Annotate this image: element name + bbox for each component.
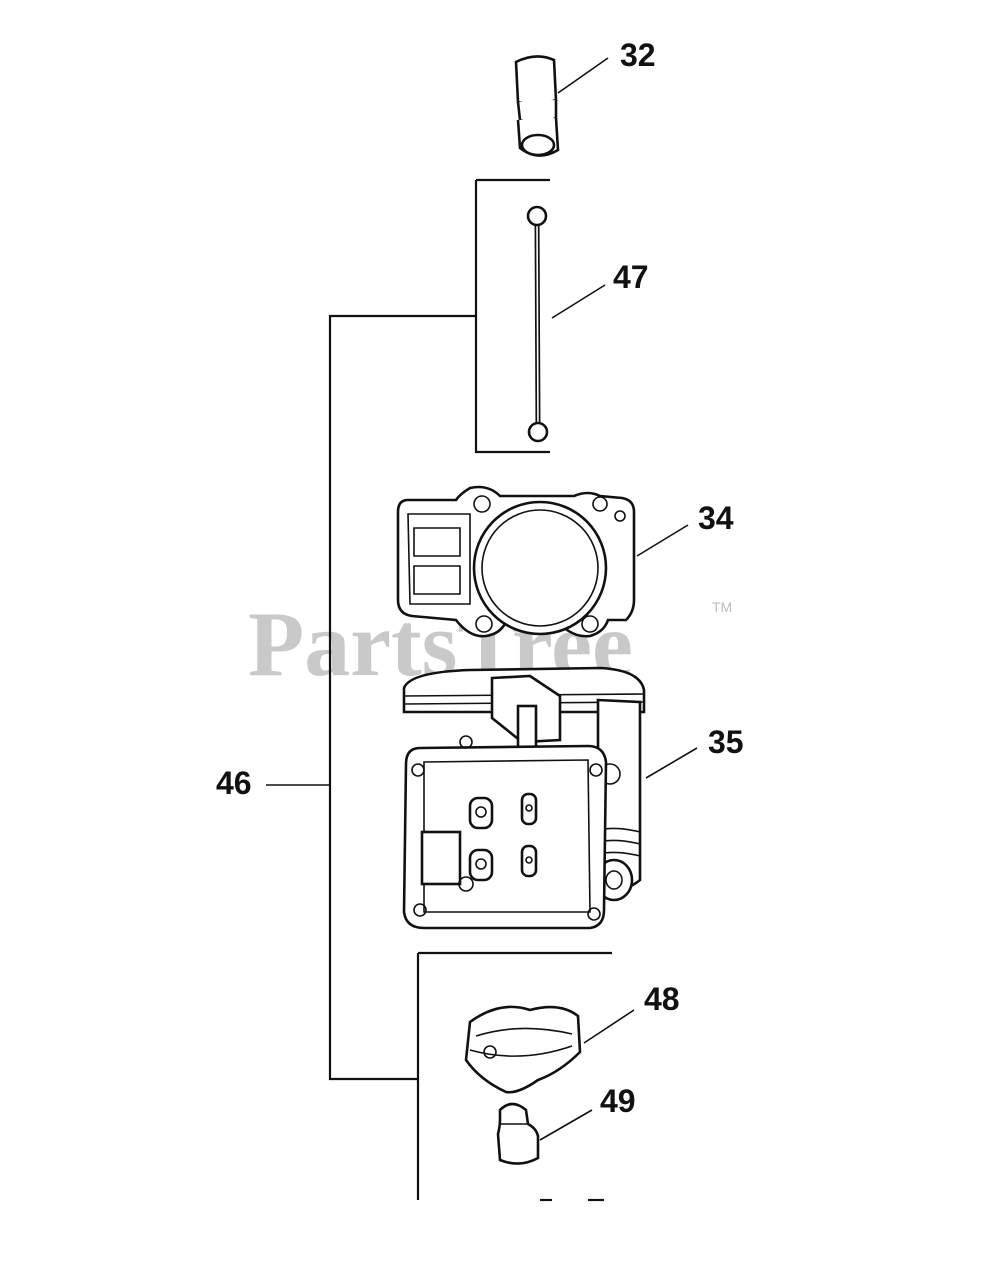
- part-32-lifter[interactable]: 32: [514, 37, 656, 157]
- part-34-head-gasket[interactable]: 34: [396, 485, 734, 638]
- callout-34: 34: [698, 500, 734, 536]
- callout-32: 32: [620, 37, 656, 73]
- callout-35: 35: [708, 724, 744, 760]
- callout-49: 49: [600, 1083, 636, 1119]
- callout-46: 46: [216, 765, 252, 801]
- callout-48: 48: [644, 981, 680, 1017]
- part-49-pivot[interactable]: 49: [496, 1083, 636, 1165]
- part-47-push-rod[interactable]: 47: [526, 205, 649, 443]
- bracket-group-46: [266, 178, 612, 1200]
- part-48-rocker-arm[interactable]: 48: [464, 981, 680, 1094]
- part-35-cylinder-head[interactable]: 35: [402, 666, 744, 930]
- watermark-trademark: TM: [712, 599, 732, 615]
- callout-47: 47: [613, 259, 649, 295]
